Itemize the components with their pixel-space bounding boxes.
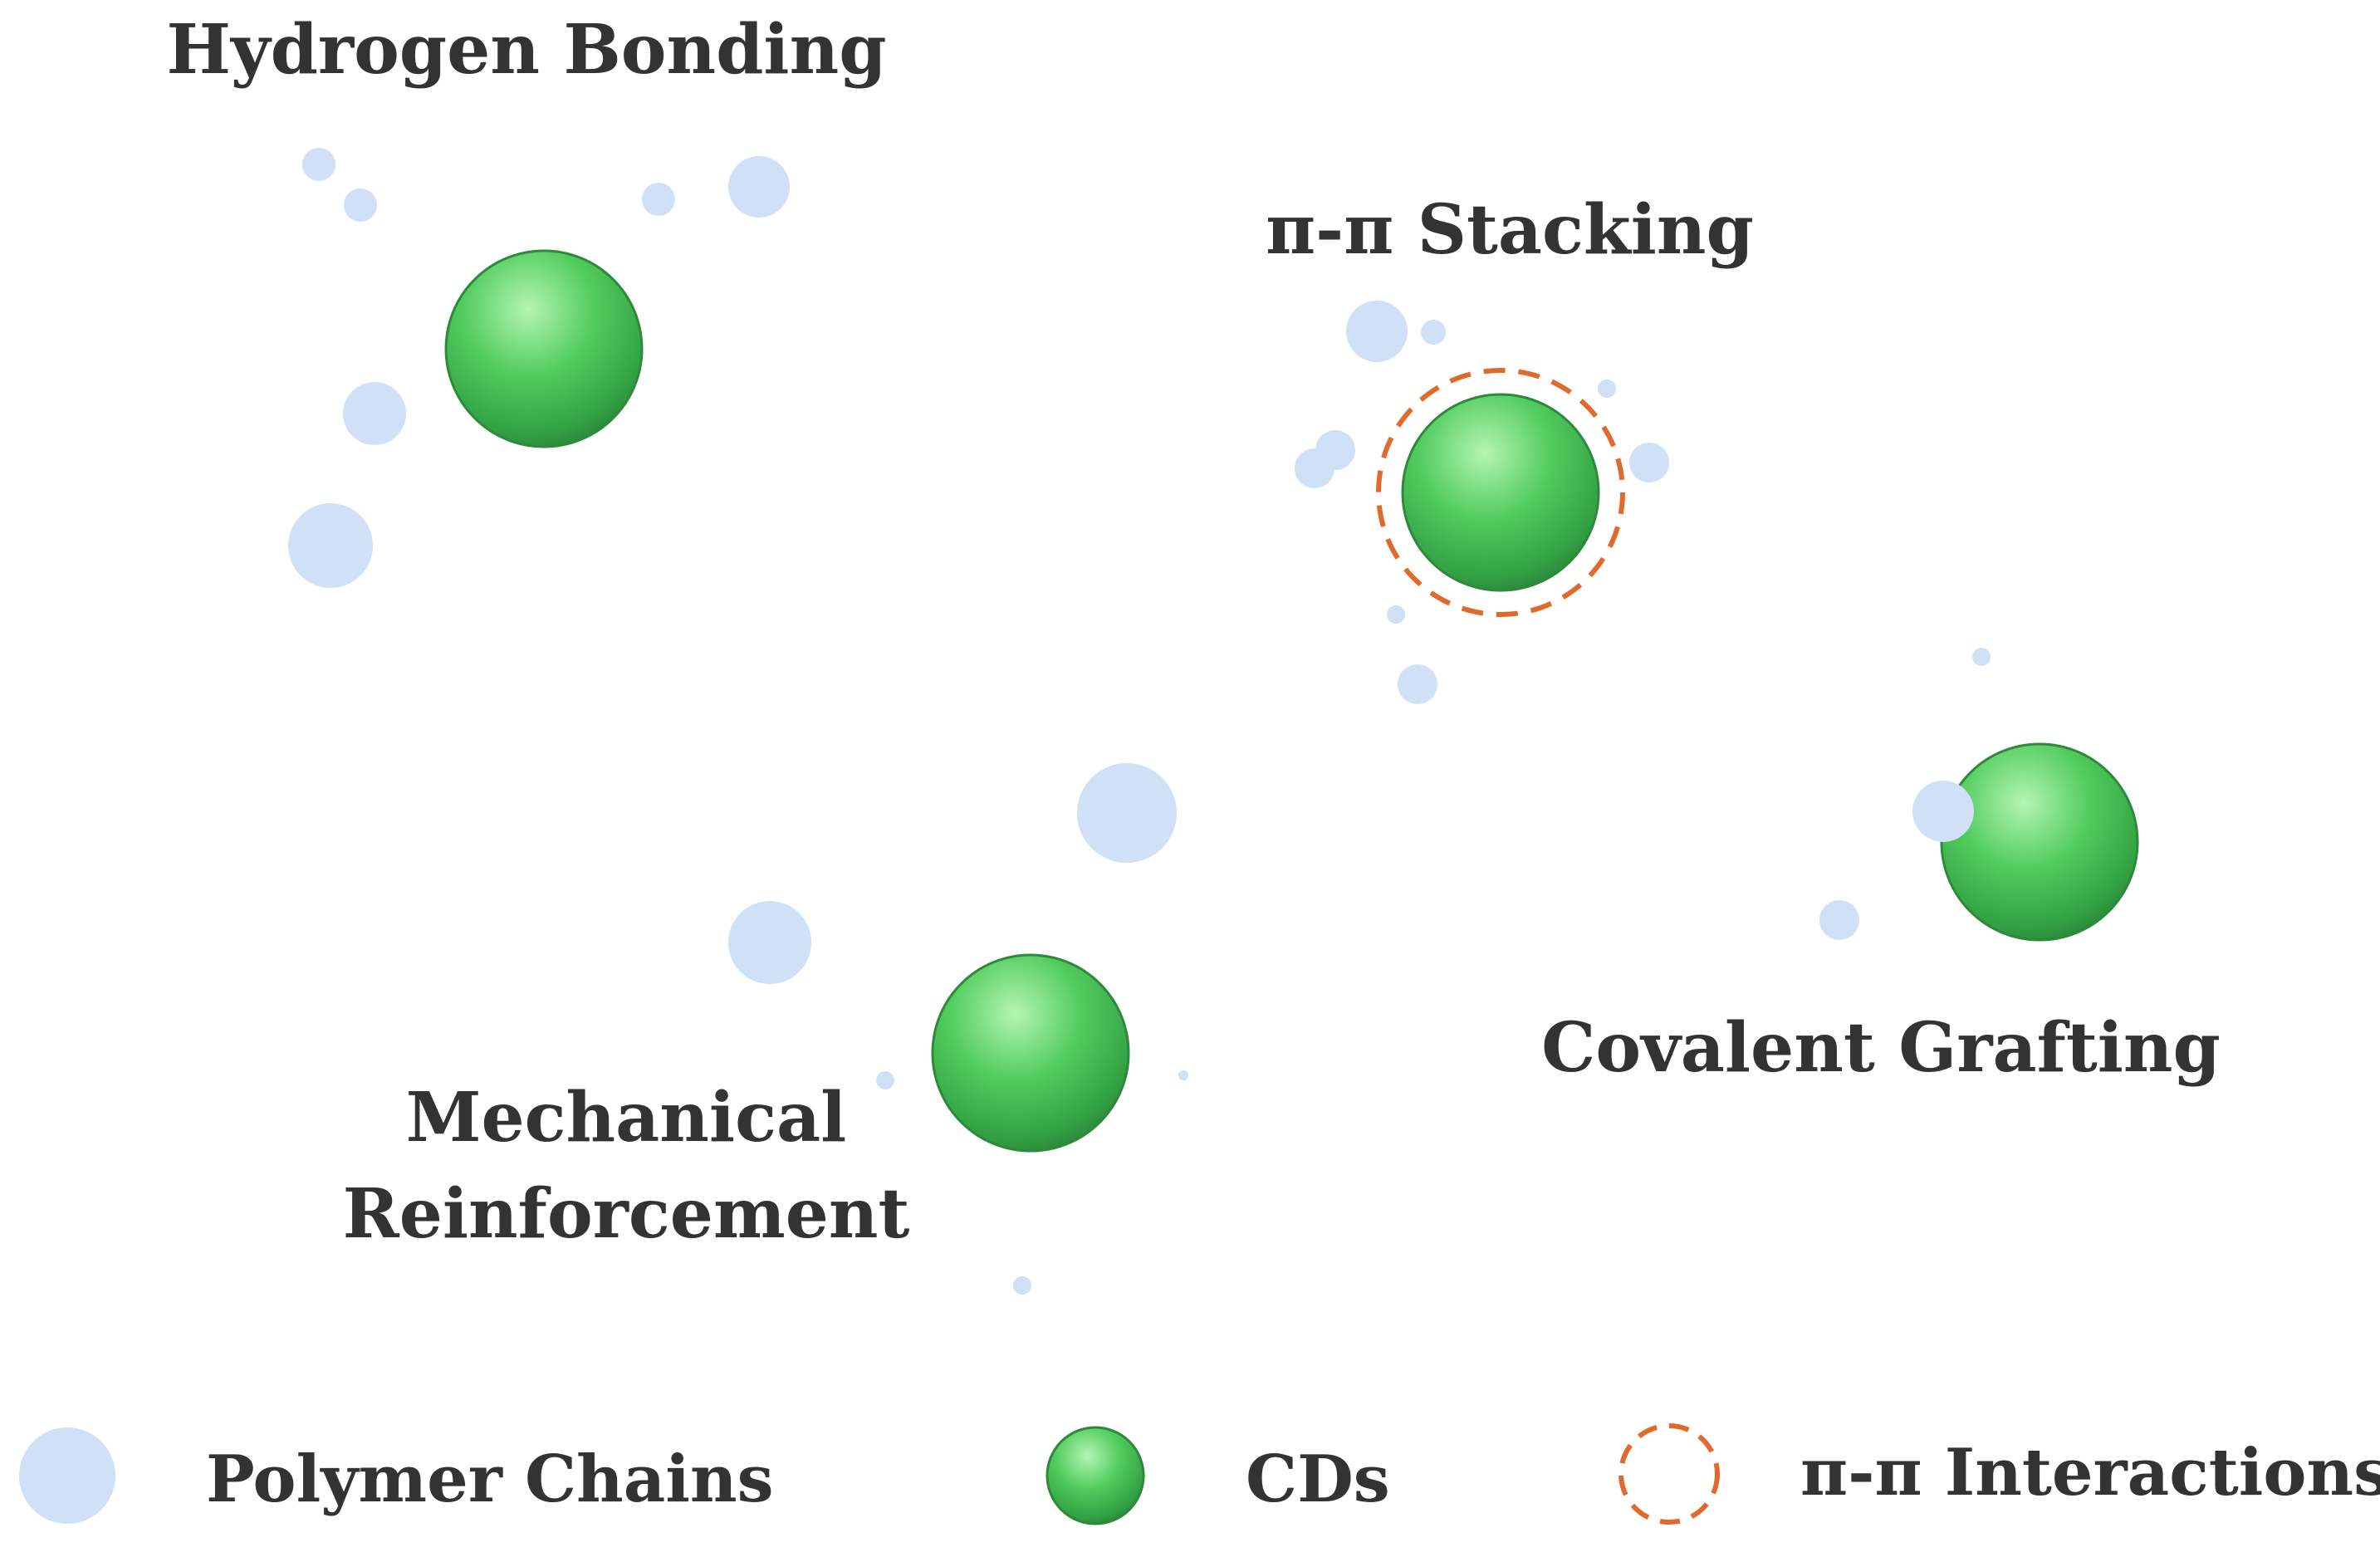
polymer-chain: [1295, 448, 1334, 488]
label-covalent-grafting: Covalent Grafting: [1541, 1008, 2221, 1088]
pi-interaction-ring: [1376, 368, 1625, 617]
polymer-chain: [876, 1071, 894, 1089]
legend-polymer-swatch: [19, 1427, 115, 1524]
polymer-chain: [302, 148, 335, 181]
polymer-chain: [1972, 648, 1991, 666]
polymer-chain: [1077, 763, 1177, 863]
pi-stacking-group: [1295, 301, 1669, 704]
label-reinforcement: Reinforcement: [343, 1174, 910, 1254]
cd-particle: [1401, 393, 1600, 592]
legend-interaction-swatch: [1618, 1423, 1720, 1525]
polymer-chain: [1819, 900, 1859, 940]
label-pi-stacking: π-π Stacking: [1266, 190, 1754, 270]
mechanical-reinforcement-group: [728, 763, 1188, 1295]
legend: Polymer Chains CDs π-π Interactions: [19, 1423, 2380, 1525]
covalent-grafting-group: [1819, 648, 2139, 942]
polymer-chain: [642, 183, 675, 216]
polymer-chain: [343, 382, 406, 445]
polymer-chain: [1013, 1276, 1031, 1295]
polymer-chain: [728, 901, 811, 984]
polymer-chain: [1629, 443, 1669, 482]
polymer-chain: [1398, 664, 1437, 704]
legend-polymer-label: Polymer Chains: [206, 1442, 774, 1517]
legend-cd-swatch: [1046, 1426, 1145, 1525]
legend-cd-label: CDs: [1246, 1442, 1390, 1517]
polymer-chain: [1346, 301, 1408, 362]
polymer-chain: [1912, 781, 1974, 842]
legend-interaction-label: π-π Interactions: [1800, 1435, 2380, 1510]
polymer-chain: [288, 503, 373, 588]
cd-particle: [444, 249, 644, 448]
cd-particle: [931, 953, 1130, 1153]
polymer-chain: [344, 189, 377, 222]
label-mechanical: Mechanical: [406, 1078, 847, 1158]
polymer-chain: [1598, 379, 1616, 398]
polymer-chain: [728, 156, 790, 218]
polymer-chain: [1387, 605, 1405, 624]
hydrogen-bonding-group: [288, 148, 790, 588]
polymer-chain: [1178, 1070, 1188, 1080]
polymer-chain: [1421, 320, 1446, 345]
label-hydrogen-bonding: Hydrogen Bonding: [166, 10, 886, 90]
cd-particle: [1940, 742, 2139, 942]
